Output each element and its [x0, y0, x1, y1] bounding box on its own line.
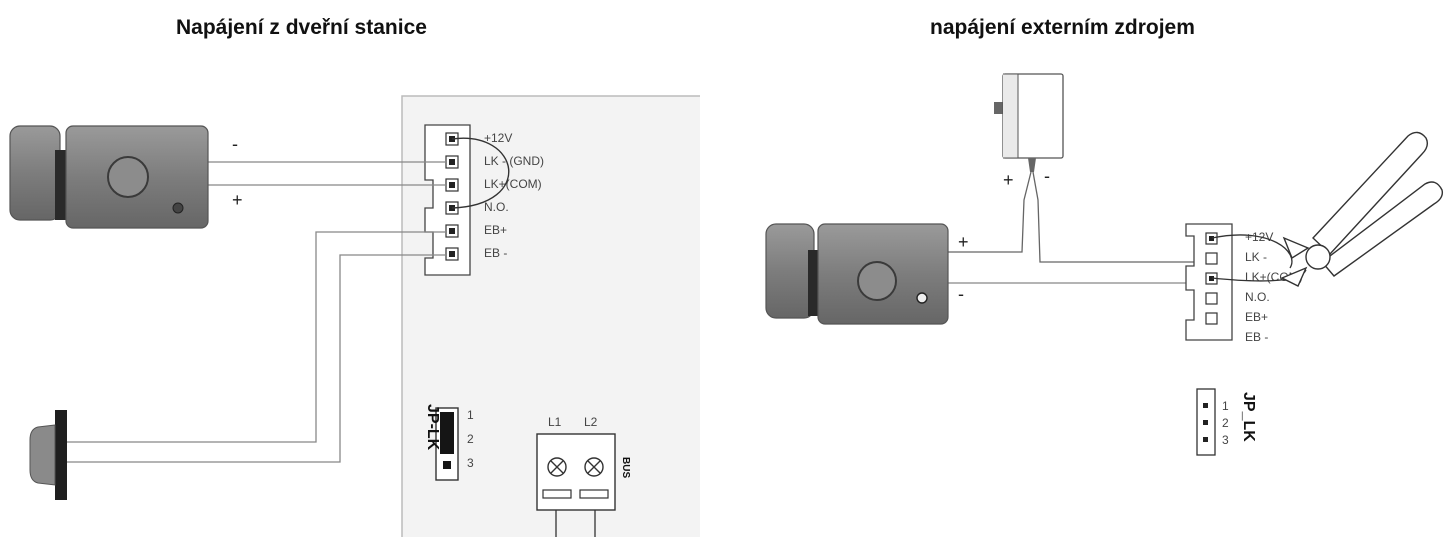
right-lock-minus-sign: - [958, 284, 964, 304]
exit-button-wires [62, 231, 446, 463]
electric-lock [9, 125, 209, 229]
terminal-label-lk-minus: LK - (GND) [484, 154, 544, 168]
jumper-jp-lk-right: 1 2 3 JP_LK [1196, 388, 1257, 456]
left-diagram: +12V LK - (GND) LK+(COM) N.O. EB+ EB - -… [9, 90, 740, 537]
adapter-wires [948, 171, 1213, 263]
right-jumper-label: JP_LK [1240, 392, 1257, 442]
bus-terminal-l2: L2 [584, 415, 598, 429]
right-lock-plus-sign: + [958, 232, 969, 252]
bus-terminal-l1: L1 [548, 415, 562, 429]
jumper-label: JP-LK [424, 404, 441, 451]
adapter-minus-sign: - [1044, 166, 1050, 186]
right-terminal-label-lk-minus: LK - [1245, 250, 1267, 264]
power-adapter [994, 73, 1064, 172]
lock-plus-sign: + [232, 190, 243, 210]
terminal-label-lk-plus: LK+(COM) [484, 177, 542, 191]
terminal-label-no: N.O. [484, 200, 509, 214]
jumper-pin-3: 3 [467, 456, 474, 470]
electric-lock-right [765, 223, 949, 325]
right-terminal-label-eb-minus: EB - [1245, 330, 1268, 344]
right-terminal-label-eb-plus: EB+ [1245, 310, 1268, 324]
terminal-label-eb-plus: EB+ [484, 223, 507, 237]
jumper-pin-2: 2 [467, 432, 474, 446]
right-jumper-pin-1: 1 [1222, 399, 1229, 413]
jumper-jp-lk: JP-LK 1 2 3 [424, 404, 474, 481]
left-diagram-title: Napájení z dveřní stanice [176, 16, 427, 39]
right-jumper-pin-3: 3 [1222, 433, 1229, 447]
terminal-label-eb-minus: EB - [484, 246, 507, 260]
jumper-pin-1: 1 [467, 408, 474, 422]
terminal-label-12v: +12V [484, 131, 512, 145]
cut-bridge-wire-top [1211, 234, 1293, 269]
wire-cutter-icon [1280, 131, 1444, 287]
bus-label: BUS [620, 457, 631, 478]
terminal-connector-right: +12V LK - LK+(COM) N.O. EB+ EB - [1185, 223, 1303, 344]
bridge-wire [451, 137, 510, 209]
right-jumper-pin-2: 2 [1222, 416, 1229, 430]
right-terminal-label-no: N.O. [1245, 290, 1270, 304]
right-diagram-title: napájení externím zdrojem [930, 16, 1195, 39]
exit-button [29, 410, 67, 500]
adapter-plus-sign: + [1003, 170, 1014, 190]
lock-minus-sign: - [232, 134, 238, 154]
lock-wires [205, 161, 446, 186]
bus-terminal: L1 L2 BUS [536, 415, 631, 537]
right-diagram: + - + - +12V [765, 73, 1444, 456]
